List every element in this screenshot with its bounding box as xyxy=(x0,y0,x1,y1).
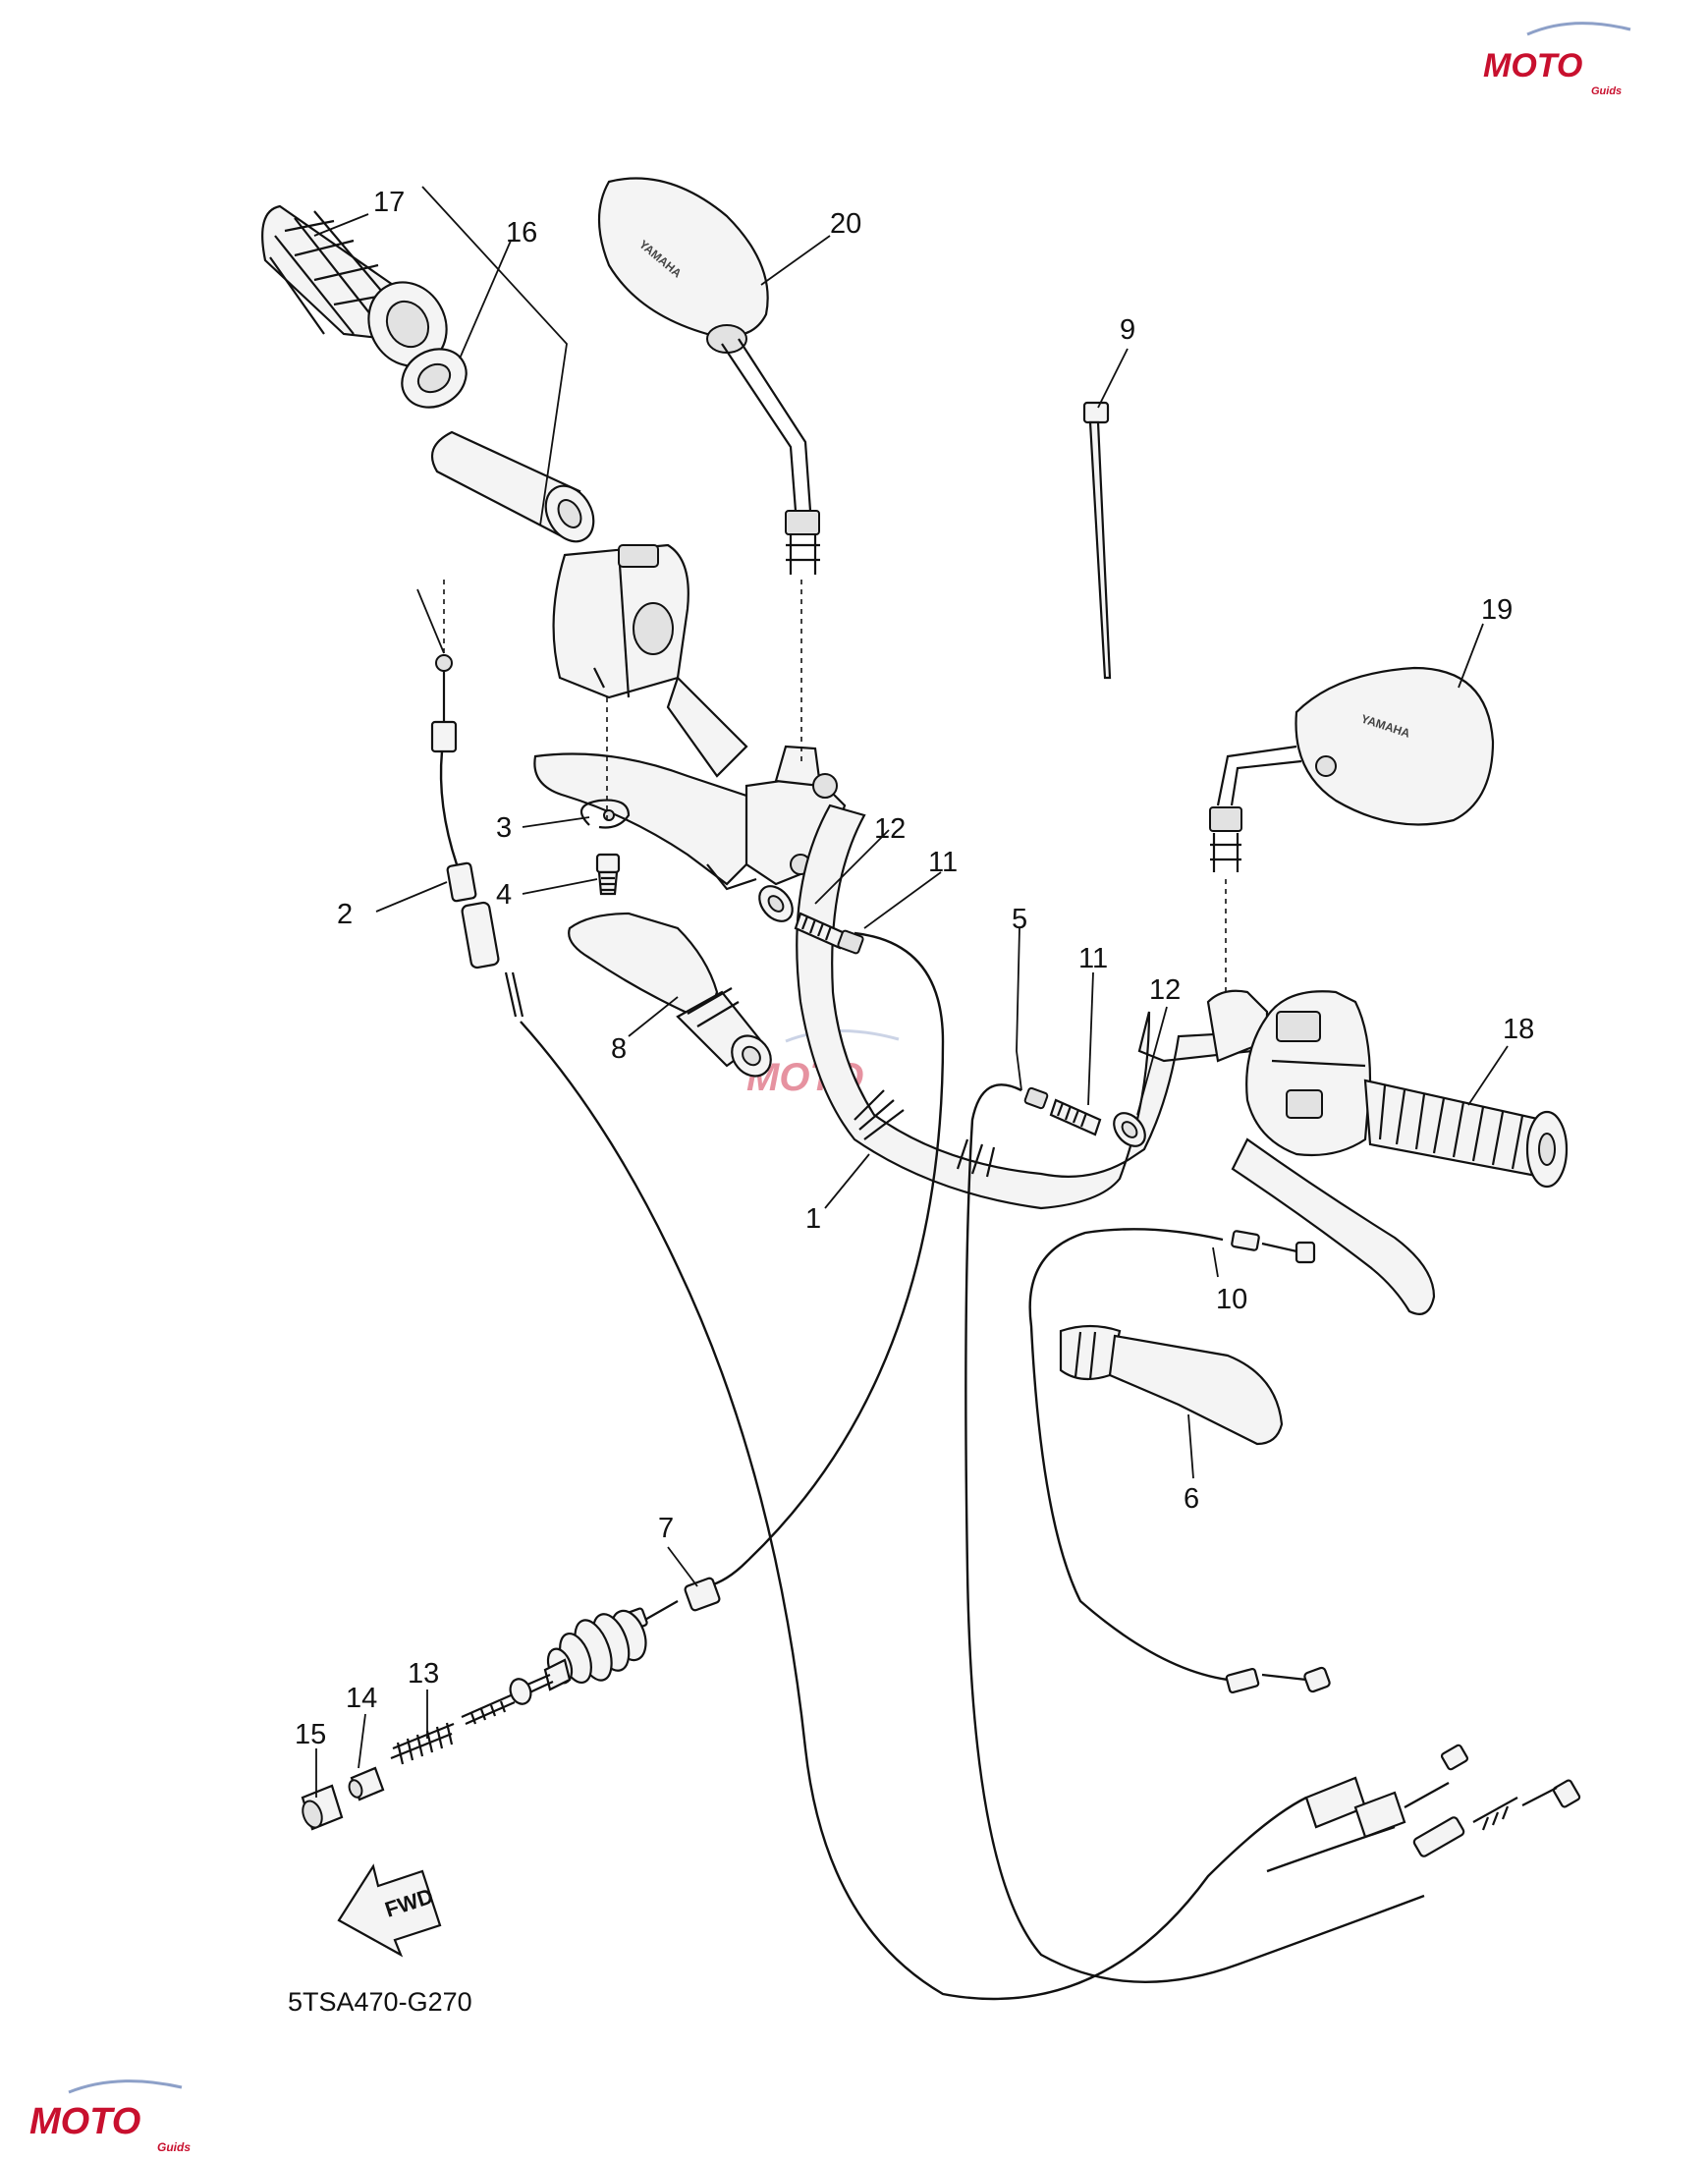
callout-6: 6 xyxy=(1184,1483,1199,1515)
throttle-cable-2 xyxy=(430,580,524,1018)
lever-right xyxy=(1231,1137,1436,1315)
callout-4: 4 xyxy=(496,879,512,911)
callout-8: 8 xyxy=(611,1033,627,1065)
callout-14: 14 xyxy=(346,1683,377,1714)
callout-12-right: 12 xyxy=(1149,974,1181,1006)
callout-1: 1 xyxy=(805,1203,821,1235)
cable-end-right xyxy=(1266,1779,1581,1873)
leader-lines xyxy=(313,186,1509,1798)
cable-5 xyxy=(964,1083,1469,1983)
diagram-code: 5TSA470-G270 xyxy=(288,1987,472,2017)
callout-19: 19 xyxy=(1481,594,1513,626)
watermark-top: MOTO Guids xyxy=(1483,22,1631,97)
watermark-bottom-subtext: Guids xyxy=(157,2140,191,2154)
callout-15: 15 xyxy=(295,1719,326,1750)
cable-adjuster-left xyxy=(758,885,864,955)
grip-left xyxy=(261,204,448,367)
callout-18: 17 xyxy=(373,187,405,218)
callout-16: 18 xyxy=(1503,1014,1534,1045)
callout-3: 3 xyxy=(496,812,512,844)
callout-labels: 17 16 20 9 19 3 4 2 12 11 5 11 12 18 8 1… xyxy=(295,187,1534,1750)
callout-11-right: 11 xyxy=(1078,943,1108,974)
callout-11-left: 11 xyxy=(928,847,958,878)
cable-adjuster-right xyxy=(1023,1086,1146,1147)
switch-housing-left xyxy=(552,543,748,778)
mirror-left: YAMAHA xyxy=(597,177,820,766)
mirror-right: YAMAHA xyxy=(1209,666,1495,992)
throttle-cable-7 xyxy=(520,931,1307,2001)
grip-cover-left xyxy=(568,912,772,1078)
callout-12-left: 12 xyxy=(874,813,906,845)
cable-tie xyxy=(1082,401,1112,680)
callout-7: 7 xyxy=(658,1513,674,1544)
cable-nut xyxy=(301,1784,344,1831)
callout-5: 5 xyxy=(1012,904,1027,935)
grip-cover-right xyxy=(1059,1324,1284,1446)
switch-housing-right xyxy=(1206,989,1372,1157)
watermark-top-subtext: Guids xyxy=(1591,85,1622,97)
callout-2: 2 xyxy=(337,899,353,930)
throttle-tube xyxy=(430,430,595,543)
handlebar xyxy=(796,803,1270,1210)
callout-9: 9 xyxy=(1120,314,1135,346)
callout-17: 16 xyxy=(506,217,537,249)
washer xyxy=(401,348,468,409)
grip-right xyxy=(1363,1079,1569,1189)
cable-pin xyxy=(348,1766,385,1801)
cable-10 xyxy=(1028,1228,1331,1694)
spring xyxy=(390,1722,455,1765)
fwd-arrow: FWD xyxy=(337,1863,442,1958)
watermark-bottom-text: MOTO xyxy=(29,2101,140,2142)
screw xyxy=(595,853,621,896)
watermark-top-text: MOTO xyxy=(1483,47,1582,84)
callout-13: 13 xyxy=(408,1658,439,1690)
watermark-bottom: MOTO Guids xyxy=(29,2079,191,2154)
callout-10: 10 xyxy=(1216,1284,1247,1315)
cable-adjuster-carb xyxy=(461,1658,572,1726)
callout-20: 20 xyxy=(830,208,861,240)
